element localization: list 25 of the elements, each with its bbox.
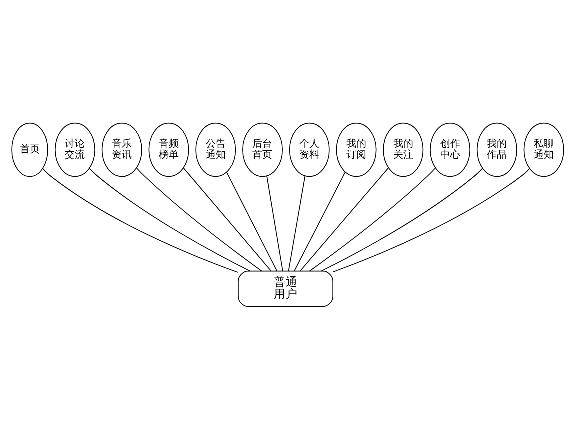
node-ellipse: 后台首页 <box>242 122 283 177</box>
connector <box>136 167 262 272</box>
node-ellipse: 我的订阅 <box>336 122 377 177</box>
connector <box>266 175 284 271</box>
node-ellipse: 音乐资讯 <box>102 122 142 177</box>
node-ellipse: 我的关注 <box>383 122 424 177</box>
connector <box>300 167 389 271</box>
node-ellipse: 公告通知 <box>196 122 236 177</box>
connector <box>332 168 530 272</box>
connector <box>309 167 436 272</box>
node-ellipse: 讨论交流 <box>54 122 96 177</box>
node-ellipse: 个人资料 <box>289 122 330 177</box>
connector <box>226 172 278 271</box>
connector <box>321 168 484 272</box>
node-box: 普通用户 <box>238 270 334 307</box>
connector <box>294 171 346 271</box>
node-ellipse: 我的作品 <box>476 122 518 177</box>
node-ellipse: 创作中心 <box>430 122 471 177</box>
connector <box>288 175 306 271</box>
connector <box>183 167 272 271</box>
connector <box>42 168 239 273</box>
connector <box>89 168 251 272</box>
node-ellipse: 音频榜单 <box>148 122 190 177</box>
node-ellipse: 首页 <box>12 122 48 177</box>
node-ellipse: 私聊通知 <box>524 122 564 177</box>
